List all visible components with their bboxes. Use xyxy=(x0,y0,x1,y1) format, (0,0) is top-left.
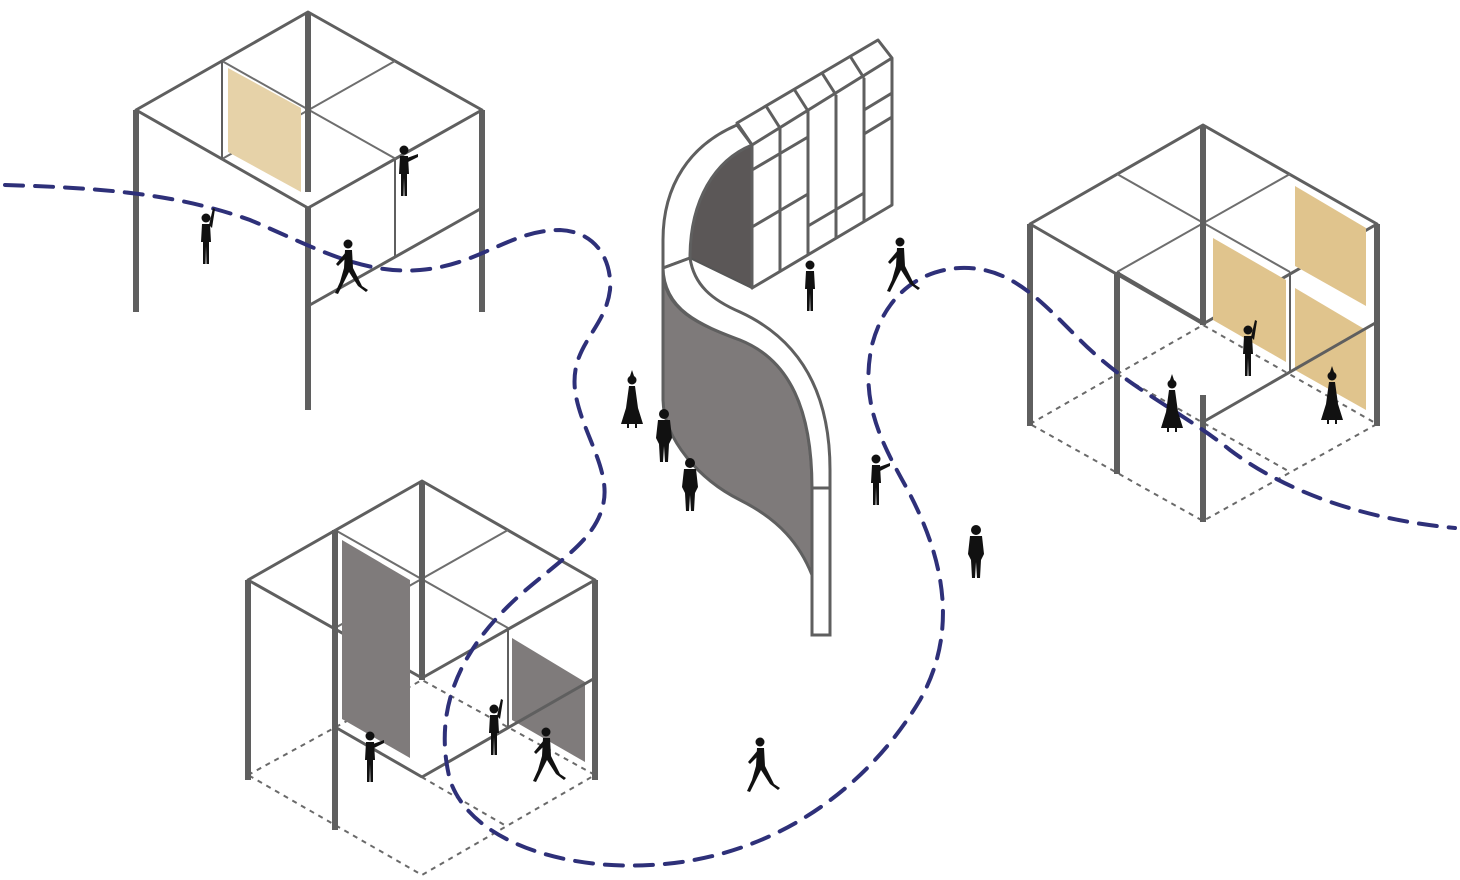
pavilion-right xyxy=(1027,123,1380,523)
visitor-figure xyxy=(805,260,815,311)
visitor-figure xyxy=(489,699,503,755)
visitor-figure xyxy=(201,208,215,264)
wall-end-panel xyxy=(810,486,832,637)
visitor-figure xyxy=(968,525,984,578)
visitor-figure xyxy=(620,369,644,429)
display-panel xyxy=(228,68,301,192)
visitor-path xyxy=(3,183,1457,868)
display-panel xyxy=(342,540,410,758)
visitor-figure xyxy=(1243,320,1257,376)
central-s-wall xyxy=(661,38,894,637)
pavilion-top-left xyxy=(133,10,485,410)
frame-posts xyxy=(245,481,598,830)
visitor-figure xyxy=(871,454,890,505)
visitor-figure xyxy=(747,737,780,792)
floor-outline xyxy=(1027,323,1380,523)
display-panel xyxy=(512,638,585,762)
grid-wall xyxy=(735,38,894,290)
frame-posts xyxy=(133,12,485,410)
pavilion-bottom-left xyxy=(245,479,598,877)
